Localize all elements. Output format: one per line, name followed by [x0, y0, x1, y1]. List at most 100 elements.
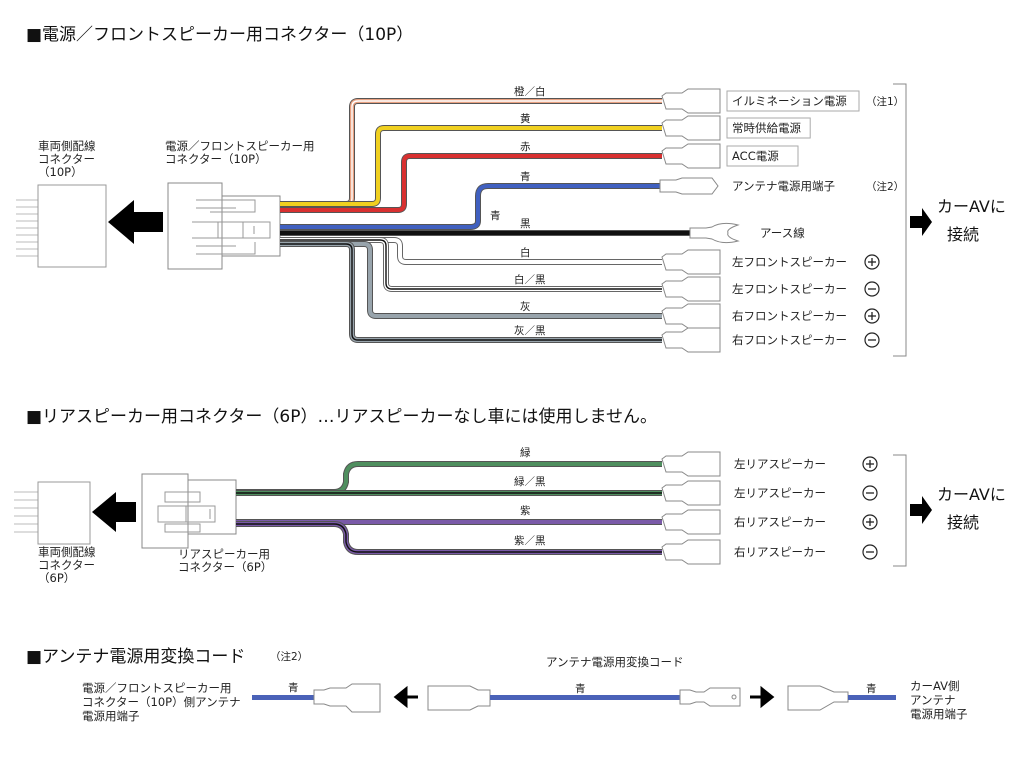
car-av-female-terminal: [787, 685, 849, 711]
wire-color-label: 橙／白: [514, 85, 546, 98]
insert-arrow-icon: [108, 200, 163, 244]
product-connector-label-2: コネクター（10P）: [165, 152, 267, 166]
rear-wire-color-label: 紫／黒: [514, 535, 546, 547]
female-terminal: [661, 509, 721, 535]
vehicle-connector-label-3: （10P）: [38, 165, 83, 179]
blue-branch-label: 青: [490, 209, 501, 222]
cord-male-terminal: [679, 687, 741, 707]
wire-3: [280, 154, 662, 212]
vehicle-connector-6p-label-2: コネクター: [38, 558, 95, 572]
rear-wire-4: [236, 522, 662, 554]
section1-title: ■電源／フロントスピーカー用コネクター（10P）: [26, 25, 413, 45]
rear-wire-color-label: 緑: [520, 446, 531, 459]
wire-color-label: 黄: [520, 112, 531, 125]
rear-wire-function-label: 右リアスピーカー: [734, 545, 826, 559]
left-label-1: 電源／フロントスピーカー用: [82, 681, 232, 695]
right-label-1: カーAV側: [910, 679, 960, 693]
connect-to-6p-label-2: 接続: [947, 513, 979, 532]
wire-9-stripe: [280, 243, 662, 341]
rear-wire-4-stripe: [236, 523, 662, 553]
wire-color-label: 灰／黒: [514, 324, 546, 337]
product-connector-10p: 電源／フロントスピーカー用 コネクター（10P）: [165, 139, 315, 270]
rear-wire-color-label: 紫: [520, 505, 531, 517]
vehicle-connector-6p-label-1: 車両側配線: [38, 545, 96, 559]
vehicle-connector-6p-pins: [14, 491, 38, 533]
wire-2-outline: [280, 125, 662, 207]
male-terminal: [659, 177, 719, 195]
vehicle-connector-body: [37, 184, 107, 268]
wire-function-label: 右フロントスピーカー: [732, 309, 847, 323]
wire-color-label: 灰: [520, 300, 531, 313]
connect-to-label-2: 接続: [947, 225, 979, 244]
wire-color-label: 青: [520, 170, 531, 183]
vehicle-connector-6p: 車両側配線 コネクター （6P）: [14, 481, 96, 585]
connect-to-label-1: カーAVに: [937, 197, 1006, 216]
function-box: [726, 145, 799, 167]
vehicle-connector-pins: [16, 199, 38, 257]
vehicle-connector-6p-label-3: （6P）: [38, 571, 75, 585]
left-male-terminal: [313, 683, 381, 713]
female-terminal: [661, 480, 721, 506]
rear-wire-function-label: 右リアスピーカー: [734, 515, 826, 529]
cord-title: アンテナ電源用変換コード: [546, 655, 684, 669]
left-label-3: 電源用端子: [82, 709, 140, 723]
fork-terminal: [689, 222, 740, 244]
rear-wire-function-label: 左リアスピーカー: [734, 486, 826, 500]
wire-function-label: 左フロントスピーカー: [732, 282, 847, 296]
right-arrow-icon: [750, 685, 775, 709]
section1-bracket: [893, 83, 907, 357]
right-label-3: 電源用端子: [910, 707, 968, 721]
section3-title: ■アンテナ電源用変換コード: [26, 647, 245, 667]
female-terminal: [661, 539, 721, 565]
wire-function-label: イルミネーション電源: [732, 94, 847, 108]
section3-title-note: （注2）: [270, 650, 308, 663]
connect-arrow-icon: [910, 208, 932, 236]
rear-wire-1: [236, 462, 662, 494]
section2-bracket: [893, 454, 907, 567]
wire-function-label: アンテナ電源用端子: [732, 179, 835, 193]
rear-wire-1-outline: [236, 461, 662, 495]
section2-title: ■リアスピーカー用コネクター（6P）…リアスピーカーなし車には使用しません。: [26, 406, 657, 427]
left-arrow-icon: [393, 685, 418, 709]
wire-7-stripe: [280, 239, 662, 290]
female-terminal: [661, 327, 721, 353]
wire-color-label: 白／黒: [514, 273, 546, 286]
right-wire-label: 青: [866, 682, 877, 695]
wire-function-label: 左フロントスピーカー: [732, 255, 847, 269]
cord-female-terminal: [427, 685, 491, 711]
right-label-2: アンテナ: [910, 693, 956, 707]
wire-color-label: 黒: [520, 218, 531, 230]
wire-color-label: 赤: [520, 141, 531, 153]
female-terminal: [661, 303, 721, 329]
wire-color-label: 白: [520, 246, 531, 259]
left-label-2: コネクター（10P）側アンテナ: [82, 695, 241, 709]
antenna-conversion-cord: [252, 683, 896, 713]
female-terminal: [661, 249, 721, 275]
vehicle-connector-10p: 車両側配線 コネクター （10P）: [16, 139, 107, 268]
product-connector-6p: リアスピーカー用 コネクター（6P）: [141, 473, 272, 574]
rear-wire-4-outline: [236, 521, 662, 555]
female-terminal: [661, 143, 721, 169]
female-terminal: [661, 115, 721, 141]
section1-wires: 橙／白イルミネーション電源（注1）黄常時供給電源赤ACC電源青アンテナ電源用端子…: [280, 85, 904, 353]
rear-wire-color-label: 緑／黒: [514, 475, 546, 488]
right-blue-wire: [848, 695, 896, 700]
left-wire-label: 青: [288, 681, 299, 694]
connect-to-6p-label-1: カーAVに: [937, 485, 1006, 504]
wire-function-label: 常時供給電源: [732, 121, 801, 135]
wire-function-label: アース線: [760, 226, 805, 240]
female-terminal: [661, 88, 721, 114]
wire-function-label: ACC電源: [732, 149, 779, 163]
cord-blue-wire: [490, 695, 680, 700]
wire-8-outline: [280, 241, 662, 319]
wire-6: [280, 238, 662, 264]
connect-arrow-6p-icon: [910, 496, 932, 524]
wire-function-label: 右フロントスピーカー: [732, 333, 847, 347]
function-box: [726, 90, 860, 112]
rear-wire-function-label: 左リアスピーカー: [734, 457, 826, 471]
insert-arrow-6p-icon: [92, 492, 136, 532]
female-terminal: [661, 276, 721, 302]
wire-note: （注2）: [866, 180, 904, 193]
